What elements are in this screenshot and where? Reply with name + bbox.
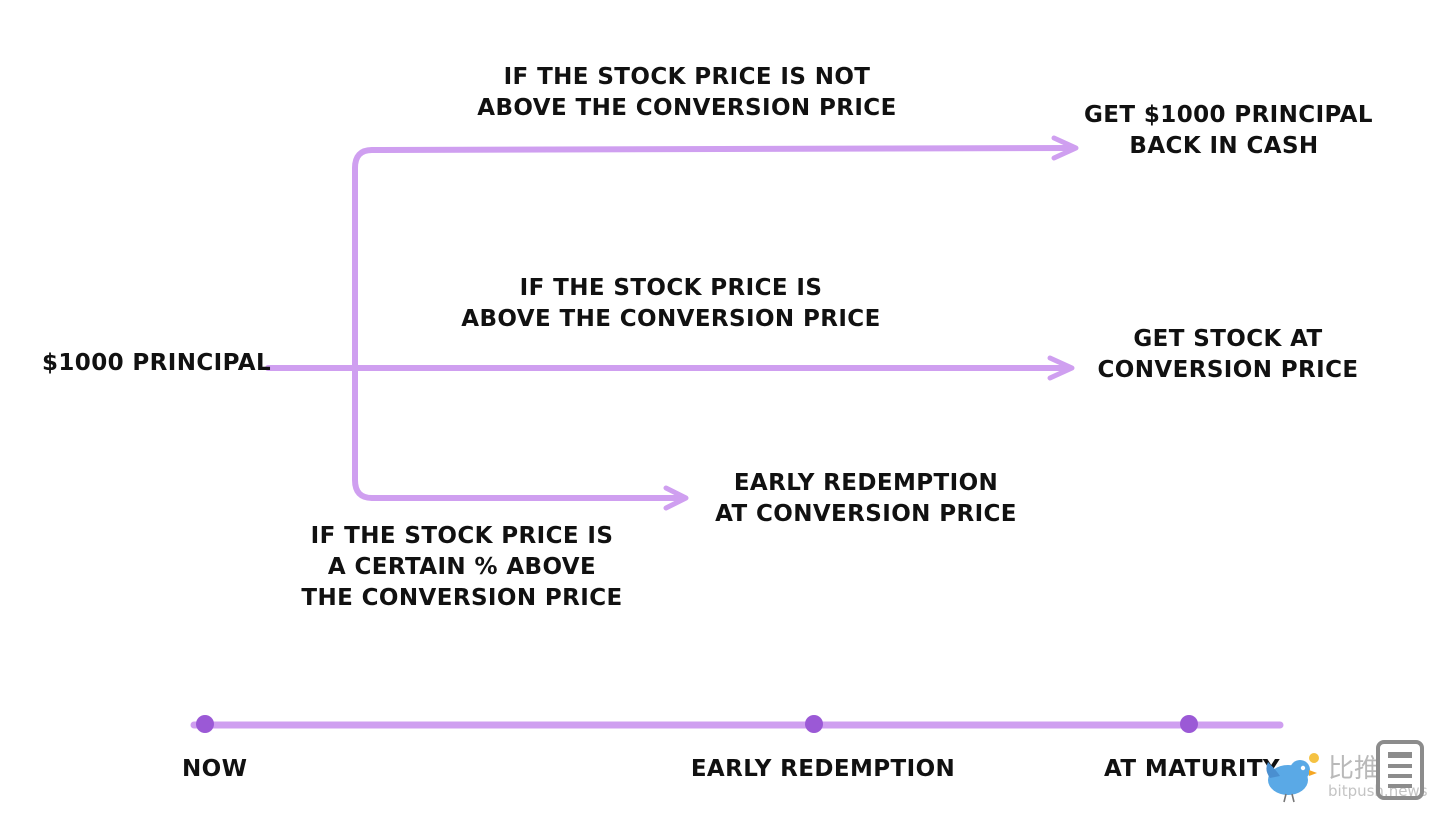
bottom-outcome-label: EARLY REDEMPTION AT CONVERSION PRICE [708, 468, 1024, 530]
timeline-label-maturity: AT MATURITY [1104, 756, 1280, 782]
arrow-middle-head [1047, 355, 1075, 381]
start-label: $1000 PRINCIPAL [42, 348, 271, 379]
middle-condition-line: ABOVE THE CONVERSION PRICE [461, 306, 881, 332]
arrow-bottom-head [663, 485, 689, 511]
bottom-condition-line: THE CONVERSION PRICE [301, 585, 623, 611]
watermark-cn: 比推 [1328, 754, 1381, 784]
bird-logo-icon [1266, 753, 1319, 803]
middle-outcome-line: GET STOCK AT [1133, 326, 1323, 352]
top-condition-line: ABOVE THE CONVERSION PRICE [477, 95, 897, 121]
top-outcome-line: GET $1000 PRINCIPAL [1084, 102, 1373, 128]
middle-outcome-label: GET STOCK AT CONVERSION PRICE [1092, 324, 1364, 386]
top-outcome-label: GET $1000 PRINCIPAL BACK IN CASH [1084, 100, 1373, 162]
arrow-top-head [1051, 135, 1079, 161]
bottom-outcome-line: EARLY REDEMPTION [733, 470, 999, 496]
bottom-condition-line: IF THE STOCK PRICE IS [310, 523, 614, 549]
document-logo-icon [1376, 740, 1424, 800]
timeline-label-now: NOW [182, 756, 248, 782]
watermark: 比推 bitpush.news [1262, 738, 1442, 808]
timeline-label-early: EARLY REDEMPTION [690, 756, 956, 782]
bottom-outcome-line: AT CONVERSION PRICE [715, 501, 1017, 527]
top-condition-label: IF THE STOCK PRICE IS NOT ABOVE THE CONV… [470, 62, 904, 124]
arrow-trunk [352, 147, 375, 501]
timeline-dot-maturity [1180, 715, 1198, 733]
timeline-dot-early [805, 715, 823, 733]
start-label-line: $1000 PRINCIPAL [42, 350, 272, 376]
middle-condition-line: IF THE STOCK PRICE IS [519, 275, 823, 301]
top-outcome-line: BACK IN CASH [1129, 133, 1319, 159]
middle-outcome-line: CONVERSION PRICE [1097, 357, 1359, 383]
middle-condition-label: IF THE STOCK PRICE IS ABOVE THE CONVERSI… [454, 273, 888, 335]
arrow-top [369, 145, 1075, 153]
top-condition-line: IF THE STOCK PRICE IS NOT [503, 64, 871, 90]
bottom-condition-label: IF THE STOCK PRICE IS A CERTAIN % ABOVE … [294, 521, 630, 614]
bottom-condition-line: A CERTAIN % ABOVE [327, 554, 597, 580]
timeline-dot-now [196, 715, 214, 733]
